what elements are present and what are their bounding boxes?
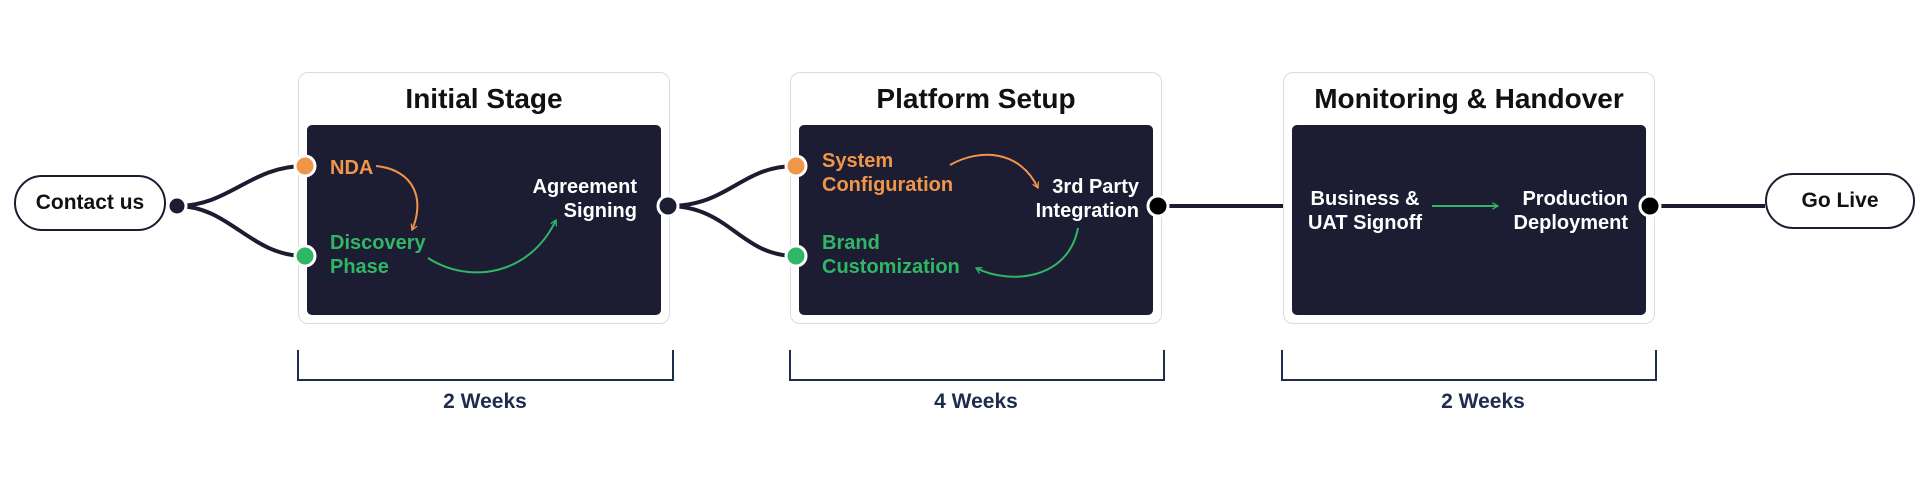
node-discovery-phase: Discovery Phase	[330, 232, 426, 278]
duration-platform-setup: 4 Weeks	[934, 390, 1018, 413]
duration-initial-stage: 2 Weeks	[443, 390, 527, 413]
port-dot-monitoring-out	[1638, 194, 1662, 218]
node-business-uat-signoff: Business & UAT Signoff	[1307, 188, 1423, 234]
node-agreement-signing: Agreement Signing	[532, 176, 637, 222]
stage-panel: Business & UAT Signoff Production Deploy…	[1292, 125, 1646, 315]
port-dot-contact	[166, 195, 188, 217]
stage-card-monitoring: Monitoring & Handover Business & UAT Sig…	[1283, 72, 1655, 324]
node-nda: NDA	[330, 157, 374, 179]
stage-title: Initial Stage	[405, 83, 563, 114]
node-3rd-party-integration: 3rd Party Integration	[1035, 176, 1139, 222]
arrow-nda-to-discovery	[375, 165, 419, 232]
port-dot-initial-out	[656, 194, 680, 218]
go-live-label: Go Live	[1801, 189, 1879, 212]
stage-title: Monitoring & Handover	[1314, 83, 1624, 114]
port-dot-discovery	[293, 244, 317, 268]
bracket-monitoring	[1281, 350, 1657, 381]
connector-initial-to-sysconfig	[667, 164, 797, 208]
node-brand-customization: Brand Customization	[822, 232, 960, 278]
stage-panel: NDA Discovery Phase Agreement Signing	[307, 125, 661, 315]
stage-panel: System Configuration 3rd Party Integrati…	[799, 125, 1153, 315]
port-dot-brand	[784, 244, 808, 268]
go-live-button[interactable]: Go Live	[1765, 173, 1915, 229]
connector-initial-to-brand	[667, 204, 797, 258]
port-dot-setup-out	[1146, 194, 1170, 218]
connector-contact-to-discovery	[176, 204, 306, 258]
contact-us-label: Contact us	[35, 191, 145, 214]
stage-title: Platform Setup	[876, 83, 1076, 114]
port-dot-nda	[293, 154, 317, 178]
port-dot-sysconfig	[784, 154, 808, 178]
stage-card-initial: Initial Stage NDA Discovery Phase Agreem…	[298, 72, 670, 324]
node-system-configuration: System Configuration	[822, 150, 954, 196]
arrow-sysconfig-to-integration	[949, 153, 1040, 190]
arrow-discovery-to-agreement	[427, 218, 558, 274]
bracket-platform-setup	[789, 350, 1165, 381]
contact-us-button[interactable]: Contact us	[14, 175, 166, 231]
bracket-initial-stage	[297, 350, 674, 381]
duration-monitoring: 2 Weeks	[1441, 390, 1525, 413]
stage-card-platform-setup: Platform Setup System Configuration 3rd …	[790, 72, 1162, 324]
connector-contact-to-nda	[176, 164, 306, 208]
node-production-deployment: Production Deployment	[1513, 188, 1628, 234]
arrow-integration-to-brand	[974, 227, 1079, 278]
